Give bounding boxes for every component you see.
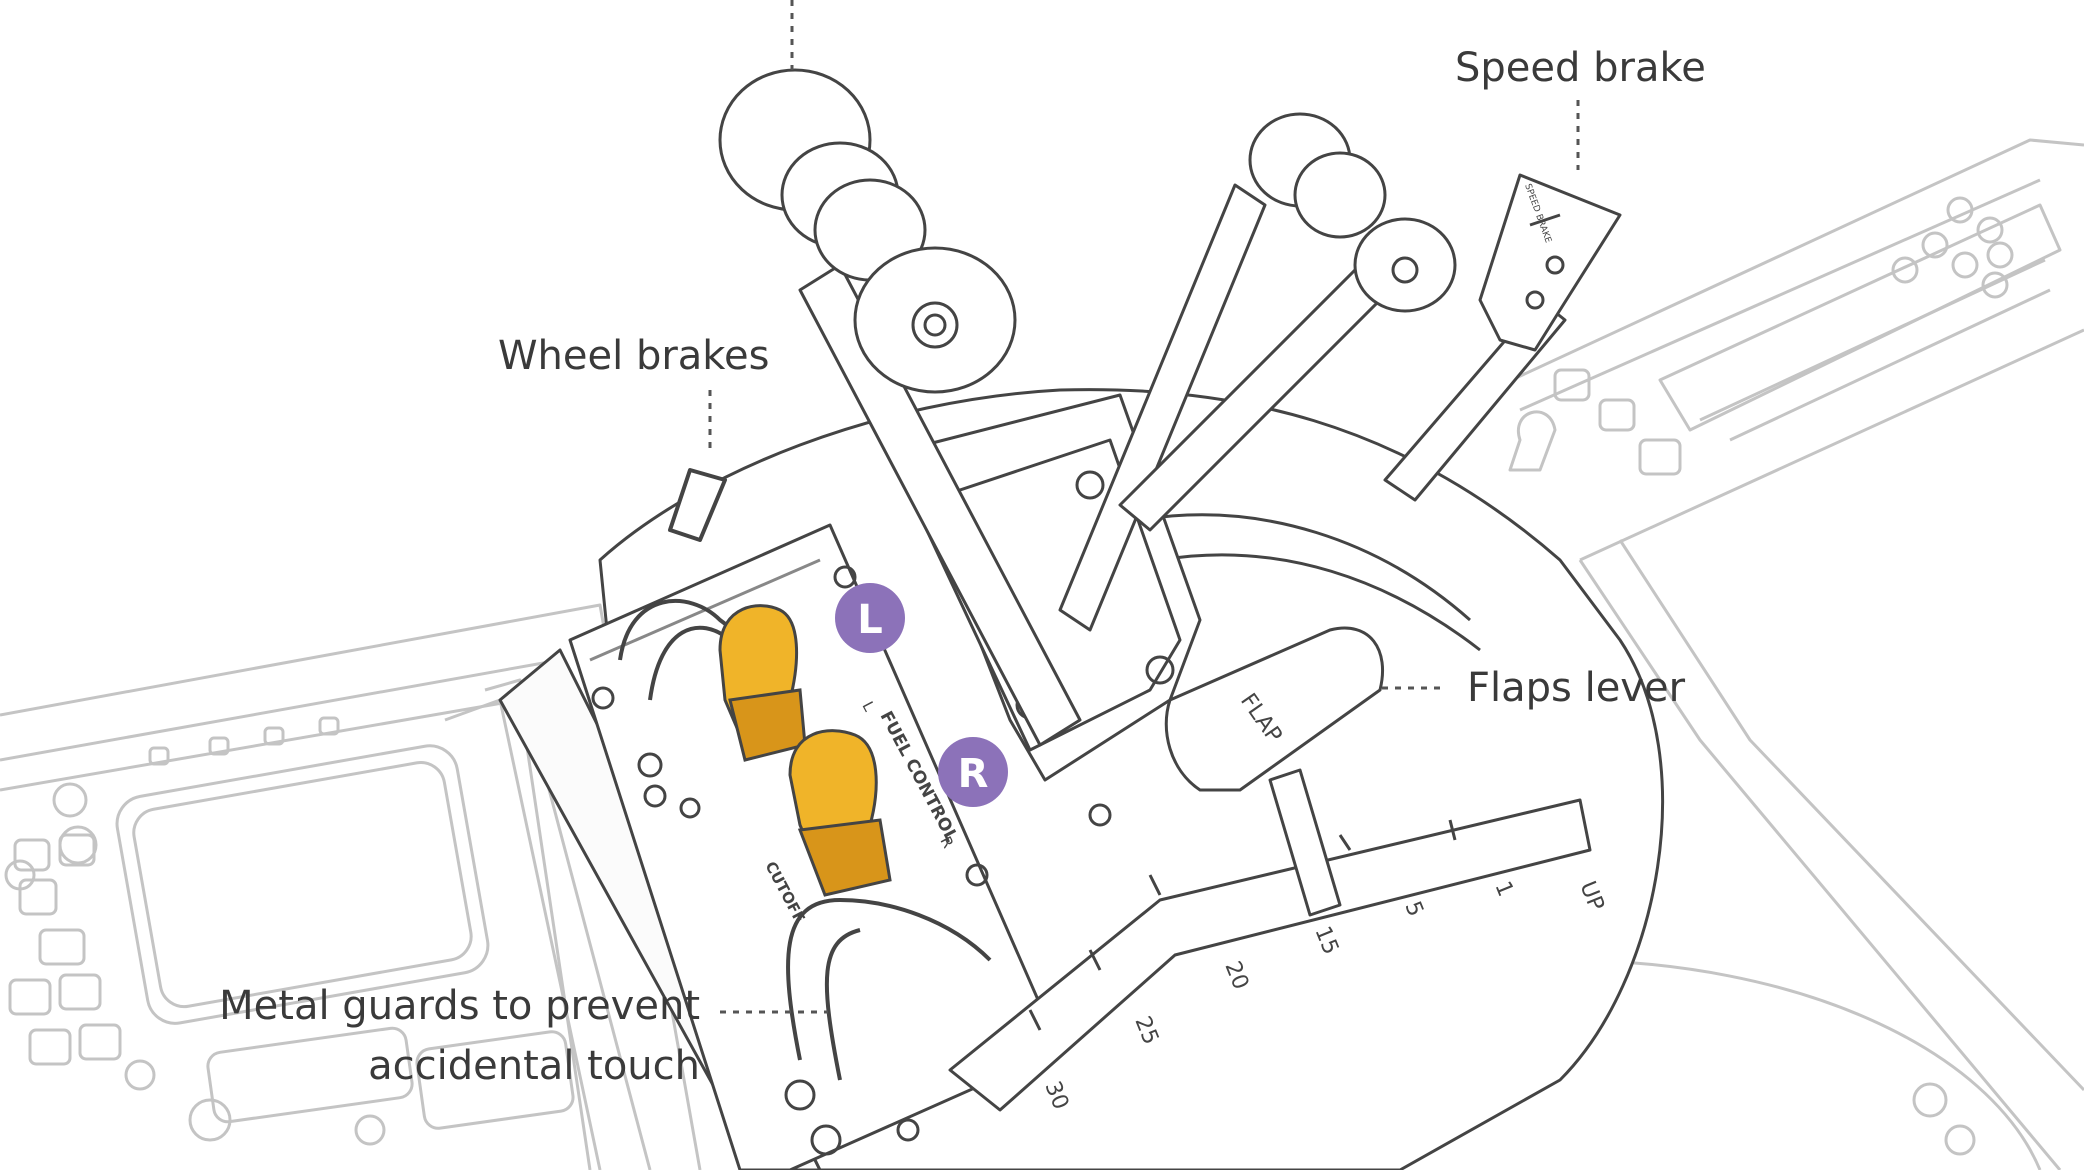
fuel-control-switches [718, 604, 892, 897]
speed-brake-lever [1383, 173, 1622, 502]
metal-guards [618, 468, 992, 1081]
label-metal-guards-line2: accidental touch [368, 1043, 700, 1089]
label-speed-brake: Speed brake [1455, 45, 1706, 91]
marker-right-text: R [958, 751, 989, 797]
throttle-knobs [718, 68, 1457, 394]
leader-lines [708, 0, 1580, 1014]
label-wheel-brakes: Wheel brakes [498, 333, 770, 379]
marker-left: L [835, 583, 905, 653]
marker-left-text: L [857, 597, 883, 643]
label-flaps-lever: Flaps lever [1467, 665, 1686, 711]
flap-lever-assembly [948, 626, 1592, 1112]
label-metal-guards-line1: Metal guards to prevent [219, 983, 700, 1029]
marker-right: R [938, 737, 1008, 807]
